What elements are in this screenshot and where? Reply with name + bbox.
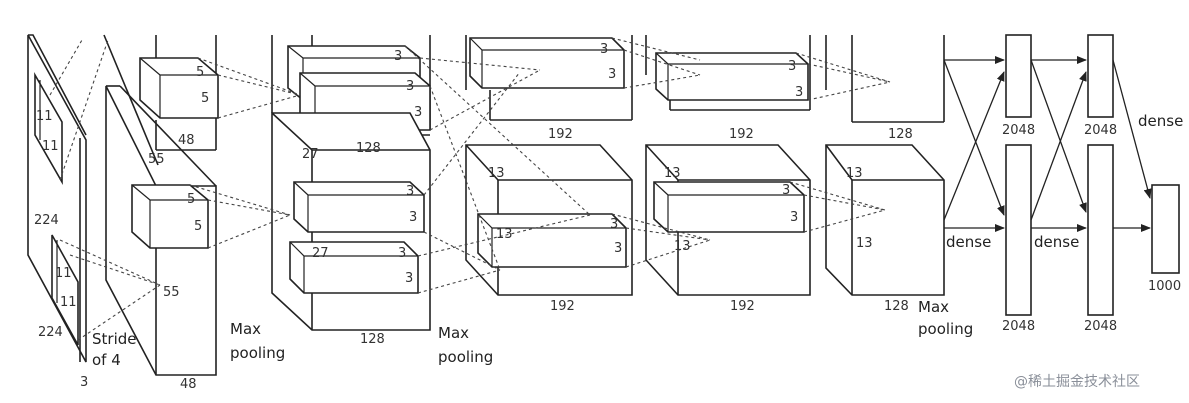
kernel1-label-a: 11 — [36, 109, 53, 124]
fc1-top-label: 2048 — [1002, 123, 1035, 138]
conv4-lower-block — [645, 144, 811, 296]
kernel3-label-a: 3 — [394, 49, 402, 64]
conv2-depth-top-label: 128 — [356, 141, 381, 156]
kernel5-label-b: 3 — [795, 85, 803, 100]
watermark-text: @稀土掘金技术社区 — [1014, 374, 1140, 390]
conv5-upper-block — [825, 35, 945, 123]
dense-label-1: dense — [946, 233, 991, 251]
conv1-size-label-a: 55 — [148, 152, 165, 167]
conv5-size-label-a: 13 — [846, 166, 863, 181]
conv3-depth-bottom-label: 192 — [550, 299, 575, 314]
conv4-inner-size-label: 13 — [674, 239, 691, 254]
maxpool1-label-line1: Max — [230, 320, 261, 338]
conv3-size-label: 13 — [488, 166, 505, 181]
kernel5-label-c: 3 — [782, 183, 790, 198]
kernel1-label-d: 11 — [60, 295, 77, 310]
conv3-depth-top-label: 192 — [548, 127, 573, 142]
kernel2-label-a: 5 — [196, 65, 204, 80]
kernel3-label-d: 3 — [406, 184, 414, 199]
stride-label-line2: of 4 — [92, 351, 121, 369]
conv3-inner-size-label: 13 — [496, 227, 513, 242]
maxpool1-label-line2: pooling — [230, 344, 285, 362]
conv3-lower-block — [465, 144, 633, 296]
conv5-depth-bottom-label: 128 — [884, 299, 909, 314]
kernel5-label-a: 3 — [788, 59, 796, 74]
dimension-labels: 224 224 3 11 11 11 11 Stride of 4 55 55 … — [34, 42, 1183, 392]
conv4-depth-bottom-label: 192 — [730, 299, 755, 314]
maxpool3-label-line2: pooling — [918, 320, 973, 338]
conv2-size-bottom-label: 27 — [312, 246, 329, 261]
input-width-label: 224 — [38, 325, 63, 340]
input-depth-label: 3 — [80, 375, 88, 390]
conv5-lower-block — [825, 144, 945, 296]
conv4-size-label: 13 — [664, 166, 681, 181]
conv1-size-label-b: 55 — [163, 285, 180, 300]
fc2-top-label: 2048 — [1084, 123, 1117, 138]
kernel3-label-g: 3 — [405, 271, 413, 286]
input-height-label: 224 — [34, 213, 59, 228]
conv4-depth-top-label: 192 — [729, 127, 754, 142]
kernel3-label-b: 3 — [406, 79, 414, 94]
dense-label-2: dense — [1034, 233, 1079, 251]
conv2-size-top-label: 27 — [302, 147, 319, 162]
kernel4-label-a: 3 — [600, 42, 608, 57]
kernel3-label-e: 3 — [409, 210, 417, 225]
dense-label-3: dense — [1138, 112, 1183, 130]
conv4-upper-block — [645, 35, 811, 111]
maxpool2-label-line2: pooling — [438, 348, 493, 366]
kernel3-label-c: 3 — [414, 105, 422, 120]
kernel2-label-d: 5 — [194, 219, 202, 234]
kernel5-label-d: 3 — [790, 210, 798, 225]
kernel2-label-c: 5 — [187, 192, 195, 207]
conv2-depth-bottom-label: 128 — [360, 332, 385, 347]
kernel4-label-c: 3 — [610, 217, 618, 232]
maxpool3-label-line1: Max — [918, 298, 949, 316]
conv2-lower-block — [271, 112, 431, 331]
conv1-depth-top-label: 48 — [178, 133, 195, 148]
kernel-projection-lines — [49, 37, 891, 341]
fc-connections — [943, 56, 1152, 232]
kernel4-label-d: 3 — [614, 241, 622, 256]
output-label: 1000 — [1148, 279, 1181, 294]
input-image-slab — [27, 34, 87, 363]
conv5-size-label-b: 13 — [856, 236, 873, 251]
kernel4-label-b: 3 — [608, 67, 616, 82]
fc-layers — [1005, 34, 1180, 316]
maxpool2-label-line1: Max — [438, 324, 469, 342]
conv1-depth-bottom-label: 48 — [180, 377, 197, 392]
kernel1-label-c: 11 — [55, 266, 72, 281]
stride-label-line1: Stride — [92, 330, 137, 348]
fc1-bottom-label: 2048 — [1002, 319, 1035, 334]
fc2-bottom-label: 2048 — [1084, 319, 1117, 334]
kernel1-label-b: 11 — [42, 139, 59, 154]
kernel3-label-f: 3 — [398, 246, 406, 261]
kernel2-label-b: 5 — [201, 91, 209, 106]
conv5-depth-top-label: 128 — [888, 127, 913, 142]
